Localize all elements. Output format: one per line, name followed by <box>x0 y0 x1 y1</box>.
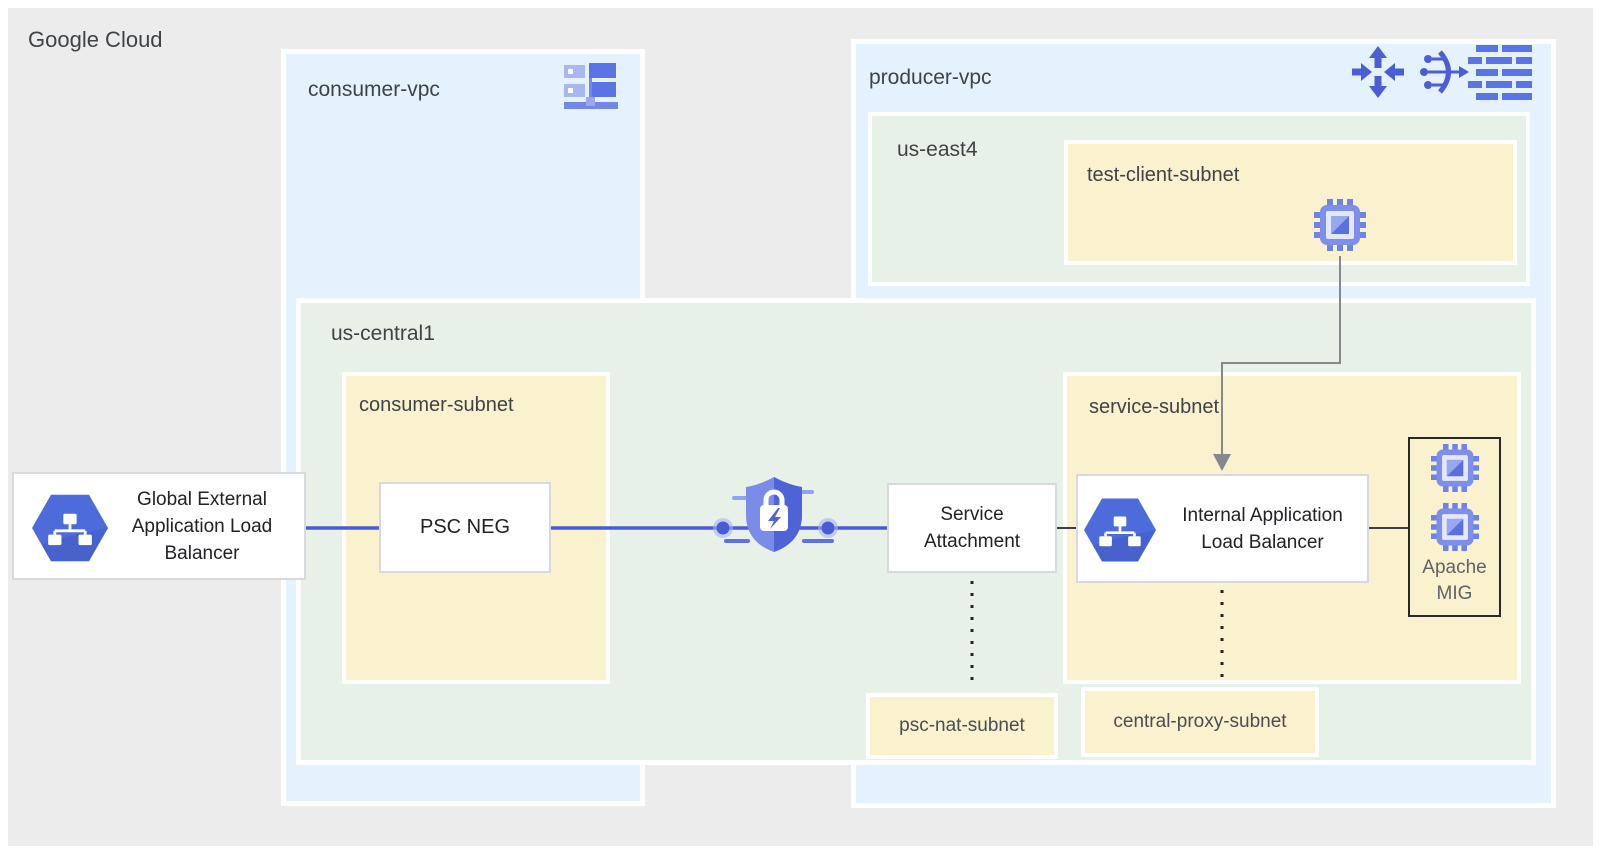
apache-mig-line1: Apache <box>1422 557 1487 578</box>
global-external-alb-node: Global External Application Load Balance… <box>12 472 306 580</box>
global-alb-text: Global External Application Load Balance… <box>14 486 304 567</box>
test-client-arrowhead <box>1213 454 1231 471</box>
traffic-director-icon <box>1352 46 1404 98</box>
consumer-vpc-label: consumer-vpc <box>308 78 440 101</box>
google-cloud-label: Google Cloud <box>28 27 163 52</box>
apache-mig-text: Apache MIG <box>1410 555 1499 615</box>
service-subnet-label: service-subnet <box>1089 396 1220 418</box>
vpc-network-icon <box>564 63 618 109</box>
firewall-rules-icon <box>1468 45 1532 100</box>
test-client-subnet-label: test-client-subnet <box>1087 164 1240 186</box>
service-attachment-node: Service Attachment <box>887 483 1057 573</box>
psc-endpoint-dot-right <box>818 518 838 538</box>
service-attachment-text: Service Attachment <box>889 501 1055 555</box>
psc-neg-node: PSC NEG <box>379 482 551 573</box>
global-alb-line1: Global External <box>137 488 267 510</box>
us-central1-label: us-central1 <box>331 322 435 345</box>
psc-nat-subnet-label: psc-nat-subnet <box>866 693 1058 759</box>
global-alb-line3: Balancer <box>164 542 240 564</box>
test-client-arrow-line <box>1221 256 1341 456</box>
service-attachment-line1: Service <box>940 504 1004 525</box>
shield-bolt-glyph <box>768 508 781 529</box>
us-east4-label: us-east4 <box>897 138 978 161</box>
consumer-subnet-label: consumer-subnet <box>359 394 514 416</box>
apache-mig-line2: MIG <box>1436 583 1473 604</box>
apache-mig-node: Apache MIG <box>1408 437 1501 617</box>
psc-nat-subnet-zone <box>866 693 1058 759</box>
psc-nat-subnet-text: psc-nat-subnet <box>899 714 1025 736</box>
central-proxy-subnet-label: central-proxy-subnet <box>1081 687 1319 757</box>
psc-neg-label: PSC NEG <box>419 516 511 538</box>
service-attachment-line2: Attachment <box>923 531 1021 552</box>
load-balancer-hexagon-icon <box>1084 498 1156 562</box>
cloud-nat-icon <box>1420 50 1469 94</box>
psc-shield-icon <box>746 477 802 552</box>
mig-compute-instance-icon-2 <box>1431 503 1479 551</box>
psc-endpoint-dot-left <box>713 518 733 538</box>
test-client-subnet-zone <box>1064 140 1517 265</box>
central-proxy-subnet-zone <box>1081 687 1319 757</box>
internal-alb-text: Internal Application Load Balancer <box>1078 502 1367 556</box>
producer-vpc-label: producer-vpc <box>869 66 992 89</box>
internal-alb-line2: Load Balancer <box>1201 531 1324 553</box>
global-alb-line2: Application Load <box>131 515 273 537</box>
compute-instance-icon <box>1314 199 1366 251</box>
internal-alb-node: Internal Application Load Balancer <box>1076 474 1369 583</box>
internal-alb-line1: Internal Application <box>1182 504 1343 526</box>
load-balancer-hexagon-icon <box>32 494 108 562</box>
central-proxy-subnet-text: central-proxy-subnet <box>1113 710 1287 732</box>
mig-compute-instance-icon-1 <box>1431 444 1479 492</box>
